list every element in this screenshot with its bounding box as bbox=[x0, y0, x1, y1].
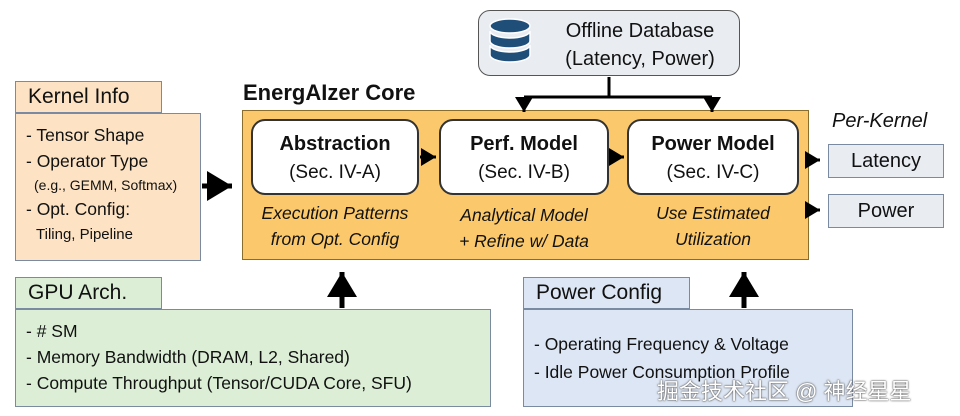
database-arrows bbox=[515, 77, 721, 112]
power-config-header: Power Config bbox=[523, 277, 690, 309]
power-model-module: Power Model (Sec. IV-C) bbox=[627, 119, 799, 195]
power-config-panel: - Operating Frequency & Voltage - Idle P… bbox=[523, 309, 853, 407]
offline-database-box: Offline Database (Latency, Power) bbox=[478, 10, 740, 76]
perf-model-section: (Sec. IV-B) bbox=[478, 162, 570, 183]
gpu-arch-header: GPU Arch. bbox=[15, 277, 162, 309]
watermark: 掘金技术社区 @ 神经星星 bbox=[657, 379, 912, 404]
kernel-item: - Operator Type bbox=[26, 151, 149, 171]
power-model-section: (Sec. IV-C) bbox=[666, 162, 760, 183]
database-title: Offline Database bbox=[565, 20, 715, 42]
abstraction-module: Abstraction (Sec. IV-A) bbox=[251, 119, 419, 195]
kernel-info-panel: - Tensor Shape - Operator Type (e.g., GE… bbox=[15, 113, 201, 261]
power-model-title: Power Model bbox=[651, 133, 775, 155]
power-config-item: - Idle Power Consumption Profile bbox=[534, 362, 790, 382]
kernel-item-detail: Tiling, Pipeline bbox=[36, 226, 133, 243]
database-subtitle: (Latency, Power) bbox=[565, 48, 715, 70]
kernel-info-header: Kernel Info bbox=[15, 81, 162, 113]
gpu-item: - Memory Bandwidth (DRAM, L2, Shared) bbox=[26, 347, 350, 367]
perf-model-module: Perf. Model (Sec. IV-B) bbox=[439, 119, 609, 195]
kernel-item-example: (e.g., GEMM, Softmax) bbox=[34, 177, 178, 193]
database-icon bbox=[489, 18, 531, 63]
per-kernel-label: Per-Kernel bbox=[832, 110, 928, 132]
perf-model-caption: Analytical Model + Refine w/ Data bbox=[459, 205, 589, 251]
abstraction-section: (Sec. IV-A) bbox=[289, 162, 381, 183]
power-config-item: - Operating Frequency & Voltage bbox=[534, 334, 789, 354]
latency-output: Latency bbox=[828, 144, 944, 178]
abstraction-caption: Execution Patterns from Opt. Config bbox=[261, 203, 409, 249]
power-output: Power bbox=[828, 194, 944, 228]
power-model-caption: Use Estimated Utilization bbox=[656, 203, 770, 249]
abstraction-title: Abstraction bbox=[279, 133, 391, 155]
perf-model-title: Perf. Model bbox=[470, 133, 578, 155]
core-title: EnergAIzer Core bbox=[243, 80, 416, 105]
gpu-item: - Compute Throughput (Tensor/CUDA Core, … bbox=[26, 373, 412, 393]
kernel-item: - Tensor Shape bbox=[26, 125, 145, 145]
kernel-item: - Opt. Config: bbox=[26, 199, 131, 219]
gpu-item: - # SM bbox=[26, 321, 78, 341]
gpu-arch-panel: - # SM - Memory Bandwidth (DRAM, L2, Sha… bbox=[15, 309, 491, 407]
